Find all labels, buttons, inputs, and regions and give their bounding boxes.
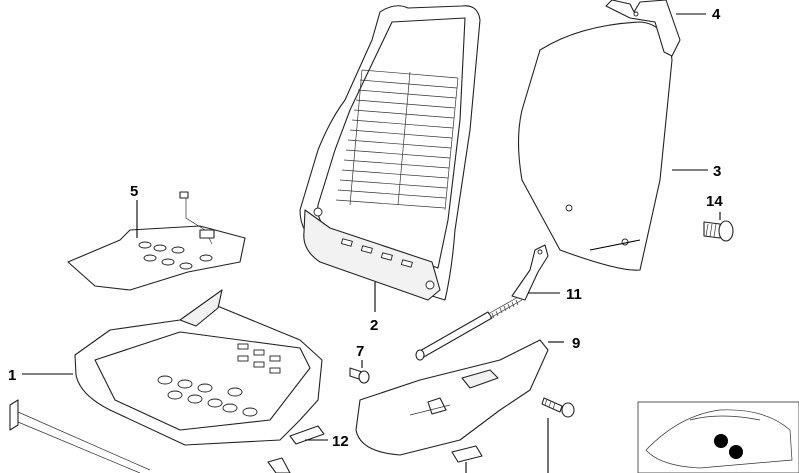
callout-2: 2 — [370, 317, 378, 334]
callout-3: 3 — [713, 163, 721, 180]
tube-piece — [267, 457, 291, 473]
seat-heating-mat — [67, 191, 246, 291]
seat-rail — [9, 399, 151, 473]
backrest-frame — [299, 5, 481, 301]
backrest-straps — [335, 69, 459, 211]
switch-block — [451, 445, 483, 463]
headrest-guide — [605, 0, 681, 57]
car-position-inset-icon — [637, 401, 799, 473]
inset-seat-marker-left — [714, 434, 728, 448]
cover-cap — [289, 425, 325, 445]
spindle-drive — [415, 244, 549, 361]
push-rivet — [703, 220, 734, 242]
seat-pan-frame — [74, 289, 323, 446]
callout-1: 1 — [8, 367, 16, 384]
callout-labels: 1 2 3 4 5 7 9 11 12 14 — [8, 6, 723, 450]
bolt — [349, 367, 370, 384]
callout-5: 5 — [130, 183, 138, 200]
screw — [541, 397, 575, 418]
callout-14: 14 — [706, 193, 723, 210]
callout-12: 12 — [332, 433, 349, 450]
backrest-cover — [517, 21, 673, 271]
callout-7: 7 — [356, 343, 364, 360]
leader-lines — [22, 13, 721, 473]
callout-4: 4 — [712, 6, 721, 23]
inset-seat-marker-right — [729, 445, 743, 459]
side-trim-panel — [355, 339, 549, 456]
callout-11: 11 — [566, 286, 582, 303]
callout-9: 9 — [572, 335, 580, 352]
